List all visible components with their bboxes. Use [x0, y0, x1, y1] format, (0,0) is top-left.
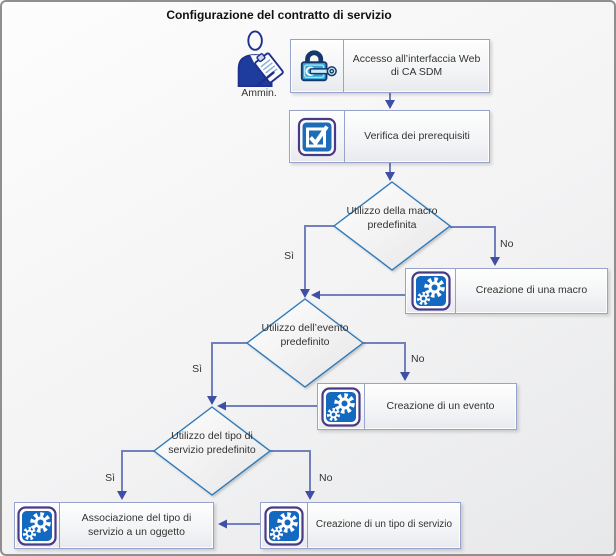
connector-decision-event-no [363, 342, 406, 374]
step-associate-service-type: Associazione del tipo di servizio a un o… [14, 502, 214, 549]
decision-macro-label: Utilizzo della macro predefinita [346, 205, 438, 231]
step-access-icon-cell [291, 40, 344, 92]
branch-no-service-type: No [319, 472, 333, 484]
branch-no-macro: No [500, 238, 514, 250]
decision-event-shape [245, 298, 365, 388]
lock-key-icon [296, 47, 338, 85]
step-create-service-type-label: Creazione di un tipo di servizio [315, 519, 453, 531]
step-create-service-type: Creazione di un tipo di servizio [260, 502, 461, 549]
step-create-macro-icon-cell [406, 269, 456, 313]
admin-icon [230, 30, 286, 88]
step-verify-icon-cell [290, 111, 345, 162]
step-create-event: Creazione di un evento [317, 383, 517, 430]
decision-diamonds [152, 181, 452, 496]
step-verify-prerequisites: Verifica dei prerequisiti [289, 110, 490, 163]
connector-lines [121, 93, 496, 525]
gear-icon [17, 506, 57, 546]
step-associate-label: Associazione del tipo di servizio a un o… [81, 512, 192, 538]
decision-event-label: Utilizzo dell’evento predefinito [261, 322, 349, 348]
branch-yes-macro: Sì [284, 250, 294, 262]
decision-service-type-label: Utilizzo del tipo di servizio predefinit… [168, 430, 256, 456]
gear-icon [264, 506, 304, 546]
step-create-service-type-icon-cell [261, 503, 308, 548]
step-create-event-icon-cell [318, 384, 365, 429]
connector-decision-service-no [270, 450, 311, 493]
gear-icon [411, 271, 451, 311]
connector-decision-event-yes [211, 342, 247, 398]
step-create-event-label: Creazione di un evento [386, 399, 495, 412]
checkbox-icon [297, 117, 337, 157]
arrowheads [117, 100, 500, 529]
connector-decision-service-yes [121, 450, 154, 493]
branch-yes-event: Sì [192, 363, 202, 375]
step-create-macro-label: Creazione di una macro [475, 284, 588, 297]
connector-decision-macro-yes [304, 225, 334, 291]
step-access-web-interface: Accesso all’interfaccia Web di CA SDM [290, 39, 490, 93]
gear-icon [321, 387, 361, 427]
step-associate-icon-cell [15, 503, 60, 548]
decision-service-type-shape [152, 406, 272, 496]
connector-decision-macro-no [450, 226, 496, 259]
decision-macro-shape [332, 181, 452, 271]
branch-yes-service-type: Sì [105, 472, 115, 484]
step-verify-label: Verifica dei prerequisiti [364, 129, 470, 142]
step-create-macro: Creazione di una macro [405, 268, 608, 314]
step-access-label: Accesso all’interfaccia Web di CA SDM [352, 52, 481, 78]
actor-label: Ammin. [241, 87, 277, 99]
page-title: Configurazione del contratto di servizio [166, 8, 392, 22]
branch-no-event: No [411, 353, 425, 365]
